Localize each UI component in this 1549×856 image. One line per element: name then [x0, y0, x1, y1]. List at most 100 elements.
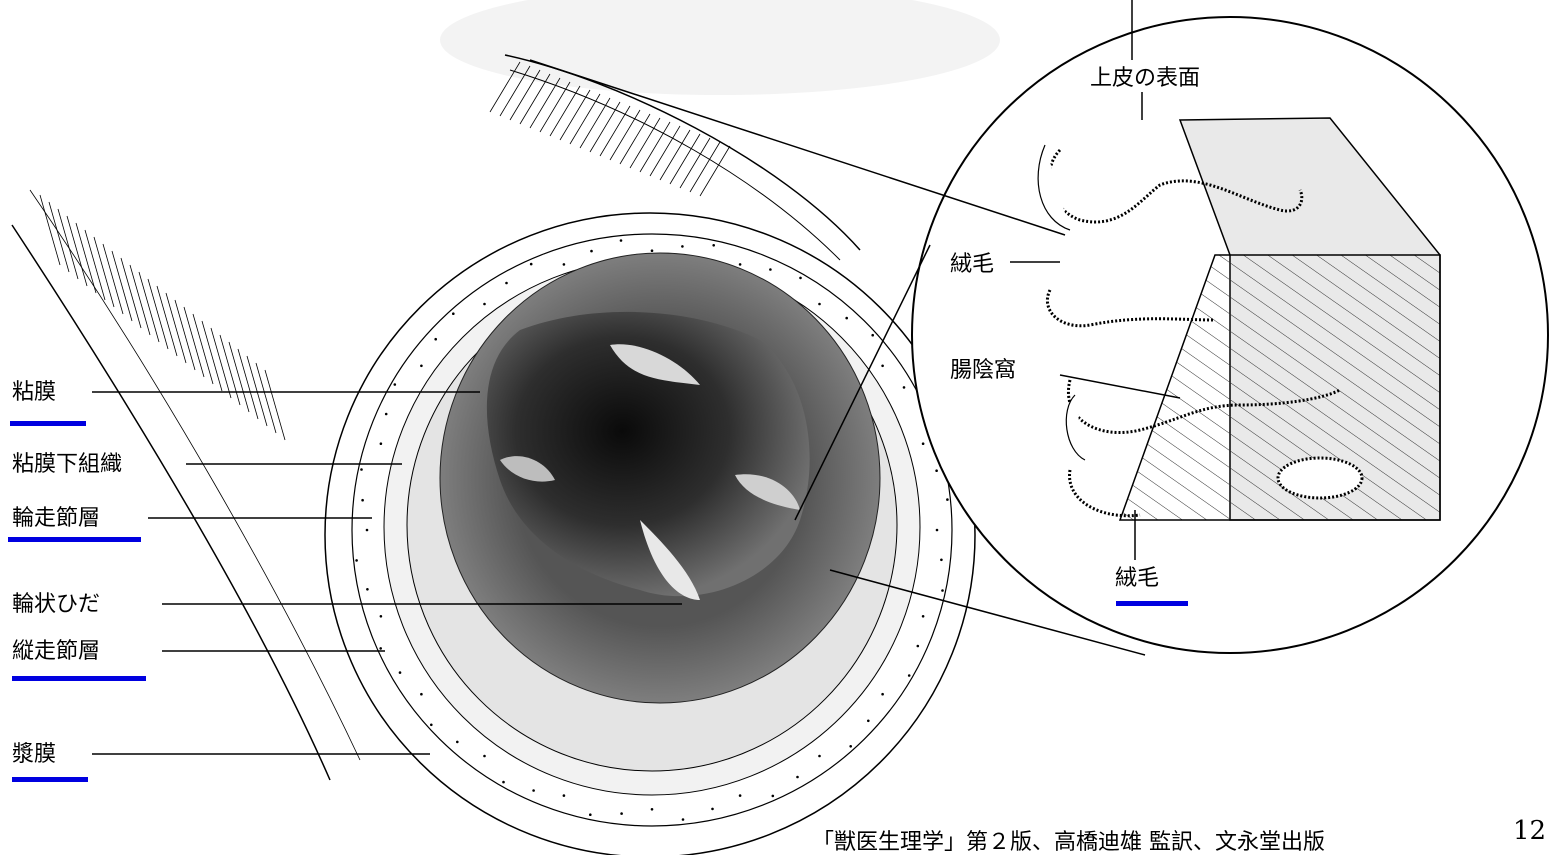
tube-hatch-line	[660, 130, 690, 180]
tube-hatch-line	[640, 122, 670, 172]
tube-hatch-line	[570, 94, 600, 144]
background-smudge	[440, 0, 1000, 95]
wall-speckle-dot	[769, 268, 772, 271]
wall-speckle-dot	[379, 647, 382, 650]
wall-speckle-dot	[818, 755, 821, 758]
wall-speckle-dot	[849, 745, 852, 748]
wall-speckle-dot	[941, 589, 944, 592]
wall-speckle-dot	[935, 469, 938, 472]
wall-speckle-dot	[936, 529, 939, 532]
underline-longitudinal-muscle	[12, 676, 146, 681]
wall-speckle-dot	[922, 442, 925, 445]
wall-speckle-dot	[651, 808, 654, 811]
wall-speckle-dot	[420, 693, 423, 696]
label-mucosa: 粘膜	[12, 380, 56, 406]
tube-hatch-line	[630, 118, 660, 168]
wall-speckle-dot	[434, 338, 437, 341]
wall-speckle-dot	[563, 794, 566, 797]
wall-speckle-dot	[681, 245, 684, 248]
wall-speckle-dot	[881, 693, 884, 696]
wall-speckle-dot	[917, 645, 920, 648]
wall-speckle-dot	[796, 776, 799, 779]
source-caption: 「獣医生理学」第２版、高橋迪雄 監訳、文永堂出版	[812, 824, 1325, 856]
crypt-gland	[1278, 458, 1362, 498]
wall-speckle-dot	[505, 282, 508, 285]
wall-speckle-dot	[871, 334, 874, 337]
wall-speckle-dot	[867, 720, 870, 723]
wall-speckle-dot	[355, 559, 358, 562]
tube-hatch-line	[670, 134, 700, 184]
wall-speckle-dot	[483, 303, 486, 306]
wall-speckle-dot	[380, 615, 383, 618]
tube-hatch-line	[580, 98, 610, 148]
magnified-villi-view	[912, 17, 1548, 653]
tube-hatch-line	[680, 138, 710, 188]
wall-speckle-dot	[712, 244, 715, 247]
wall-speckle-dot	[563, 263, 566, 266]
wall-speckle-dot	[366, 529, 369, 532]
wall-speckle-dot	[420, 365, 423, 368]
wall-speckle-dot	[430, 724, 433, 727]
tube-hatch-line	[690, 142, 720, 192]
tube-hatch-line	[540, 82, 570, 132]
wall-speckle-dot	[940, 559, 943, 562]
wall-speckle-dot	[456, 741, 459, 744]
tube-hatch-line	[530, 78, 560, 128]
wall-speckle-dot	[532, 789, 535, 792]
intestinal-wall	[325, 213, 975, 855]
underline-circular-muscle	[8, 537, 141, 542]
wall-speckle-dot	[739, 794, 742, 797]
tube-hatch-line	[590, 102, 620, 152]
wall-speckle-dot	[502, 781, 505, 784]
label-villi-lower: 絨毛	[1115, 566, 1159, 592]
label-submucosa: 粘膜下組織	[12, 452, 122, 478]
wall-speckle-dot	[881, 365, 884, 368]
tube-hatch-line	[650, 126, 680, 176]
underline-serosa	[12, 777, 88, 782]
wall-speckle-dot	[366, 588, 369, 591]
wall-speckle-dot	[483, 755, 486, 758]
wall-speckle-dot	[818, 303, 821, 306]
label-circular-folds: 輪状ひだ	[12, 592, 100, 618]
wall-speckle-dot	[452, 312, 455, 315]
wall-speckle-dot	[845, 317, 848, 320]
wall-speckle-dot	[589, 813, 592, 816]
underline-mucosa	[10, 421, 86, 426]
wall-speckle-dot	[739, 263, 742, 266]
wall-speckle-dot	[922, 615, 925, 618]
tube-hatch-line	[560, 90, 590, 140]
wall-speckle-dot	[711, 808, 714, 811]
tube-hatch-line	[520, 74, 550, 124]
wall-speckle-dot	[360, 468, 363, 471]
tube-hatch-line	[700, 146, 730, 196]
label-crypt: 腸陰窩	[950, 358, 1016, 384]
wall-speckle-dot	[682, 818, 685, 821]
wall-speckle-dot	[380, 442, 383, 445]
label-serosa: 漿膜	[12, 742, 56, 768]
label-circular-muscle: 輪走節層	[12, 506, 100, 532]
tube-hatch-line	[550, 86, 580, 136]
wall-speckle-dot	[772, 795, 775, 798]
wall-speckle-dot	[590, 250, 593, 253]
wall-speckle-dot	[399, 671, 402, 674]
wall-speckle-dot	[946, 498, 949, 501]
wall-speckle-dot	[361, 499, 364, 502]
label-villi-upper: 絨毛	[950, 252, 994, 278]
wall-speckle-dot	[903, 386, 906, 389]
label-epithelium-surface: 上皮の表面	[1090, 66, 1200, 92]
tube-hatch-line	[620, 114, 650, 164]
wall-speckle-dot	[799, 277, 802, 280]
tube-hatch-line	[610, 110, 640, 160]
underline-villi-lower	[1116, 601, 1188, 606]
wall-speckle-dot	[651, 249, 654, 252]
wall-speckle-dot	[385, 413, 388, 416]
wall-speckle-dot	[620, 239, 623, 242]
label-longitudinal-muscle: 縦走節層	[12, 639, 100, 665]
wall-speckle-dot	[394, 383, 397, 386]
wall-speckle-dot	[530, 263, 533, 266]
page-number: 12	[1513, 816, 1546, 846]
wall-speckle-dot	[620, 812, 623, 815]
tube-hatch-line	[600, 106, 630, 156]
wall-speckle-dot	[908, 674, 911, 677]
